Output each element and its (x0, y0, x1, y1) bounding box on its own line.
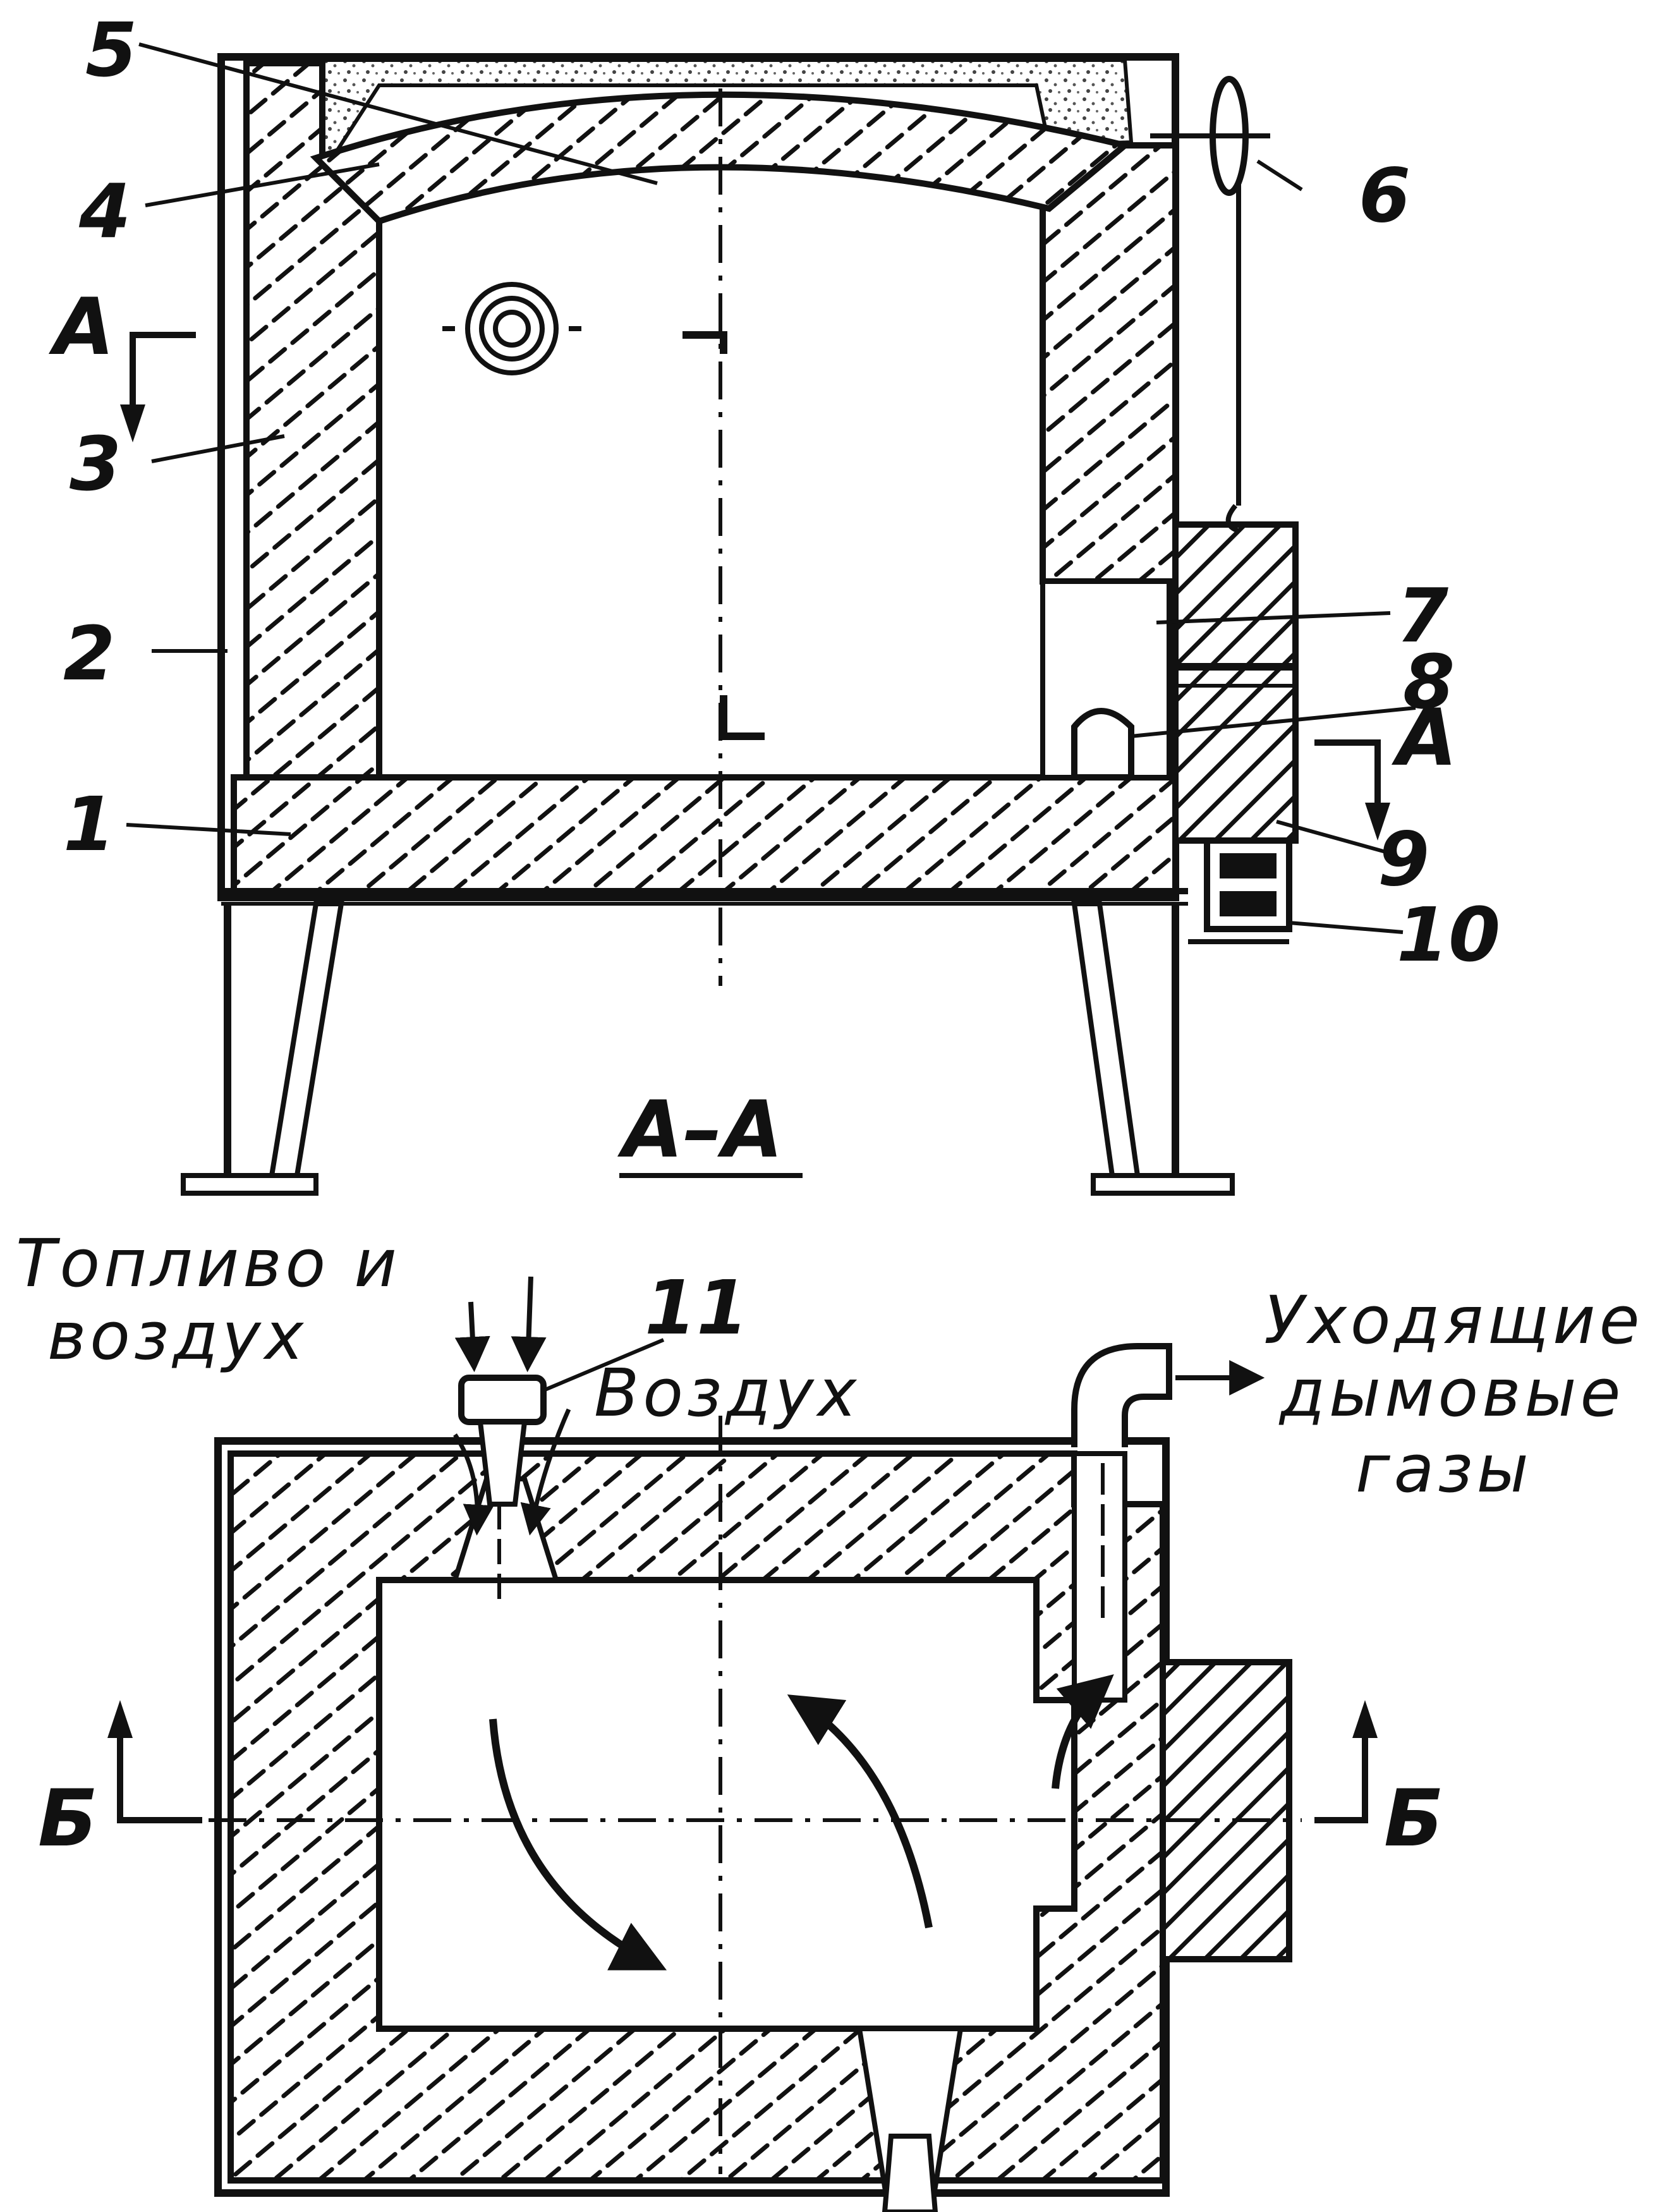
label-1: 1 (63, 781, 115, 868)
label-10: 10 (1397, 891, 1500, 978)
flue-channel (1072, 1451, 1127, 1703)
note-air: Воздух (594, 1354, 860, 1431)
burner-bottom (882, 2134, 938, 2212)
note-fuel-air-1: Топливо и (16, 1225, 401, 1302)
plan-door (1160, 1659, 1292, 1962)
burner-11 (458, 1375, 547, 1425)
burner-port-icon (442, 282, 581, 375)
label-6: 6 (1359, 152, 1410, 239)
label-3: 3 (70, 420, 121, 507)
section-label-a-right: А (1391, 693, 1457, 784)
hearth-slab (231, 774, 1179, 894)
note-flue-2: дымовые (1278, 1354, 1625, 1431)
label-7: 7 (1397, 572, 1448, 659)
label-2: 2 (63, 610, 115, 697)
leader-lines-top (126, 42, 1416, 934)
right-wall (1040, 142, 1179, 585)
furnace-door (1172, 521, 1299, 844)
section-title-aa: А–А (617, 1085, 783, 1176)
section-label-b-right: Б (1384, 1773, 1444, 1864)
label-5: 5 (85, 6, 137, 94)
section-mark-a-left (120, 332, 196, 442)
note-flue-3: газы (1356, 1430, 1532, 1507)
plan-walls (227, 1450, 1166, 2184)
furnace-plan-section (209, 1343, 1302, 2212)
section-mark-a-right (1314, 739, 1390, 841)
label-9: 9 (1378, 815, 1429, 902)
section-mark-b-right (1314, 1700, 1378, 1823)
flow-arrows (453, 1276, 1265, 1971)
section-label-b-left: Б (38, 1773, 98, 1864)
flue-pipe (1071, 1343, 1172, 1447)
label-4: 4 (78, 167, 131, 255)
label-11: 11 (645, 1264, 748, 1351)
workpiece (1071, 708, 1134, 781)
note-flue-1: Уходящие (1264, 1282, 1644, 1359)
section-label-a-left: А (48, 282, 114, 373)
furnace-front-section (181, 53, 1299, 1196)
note-fuel-air-2: воздух (47, 1297, 307, 1375)
section-mark-b-left (107, 1700, 202, 1823)
label-8: 8 (1403, 638, 1455, 726)
